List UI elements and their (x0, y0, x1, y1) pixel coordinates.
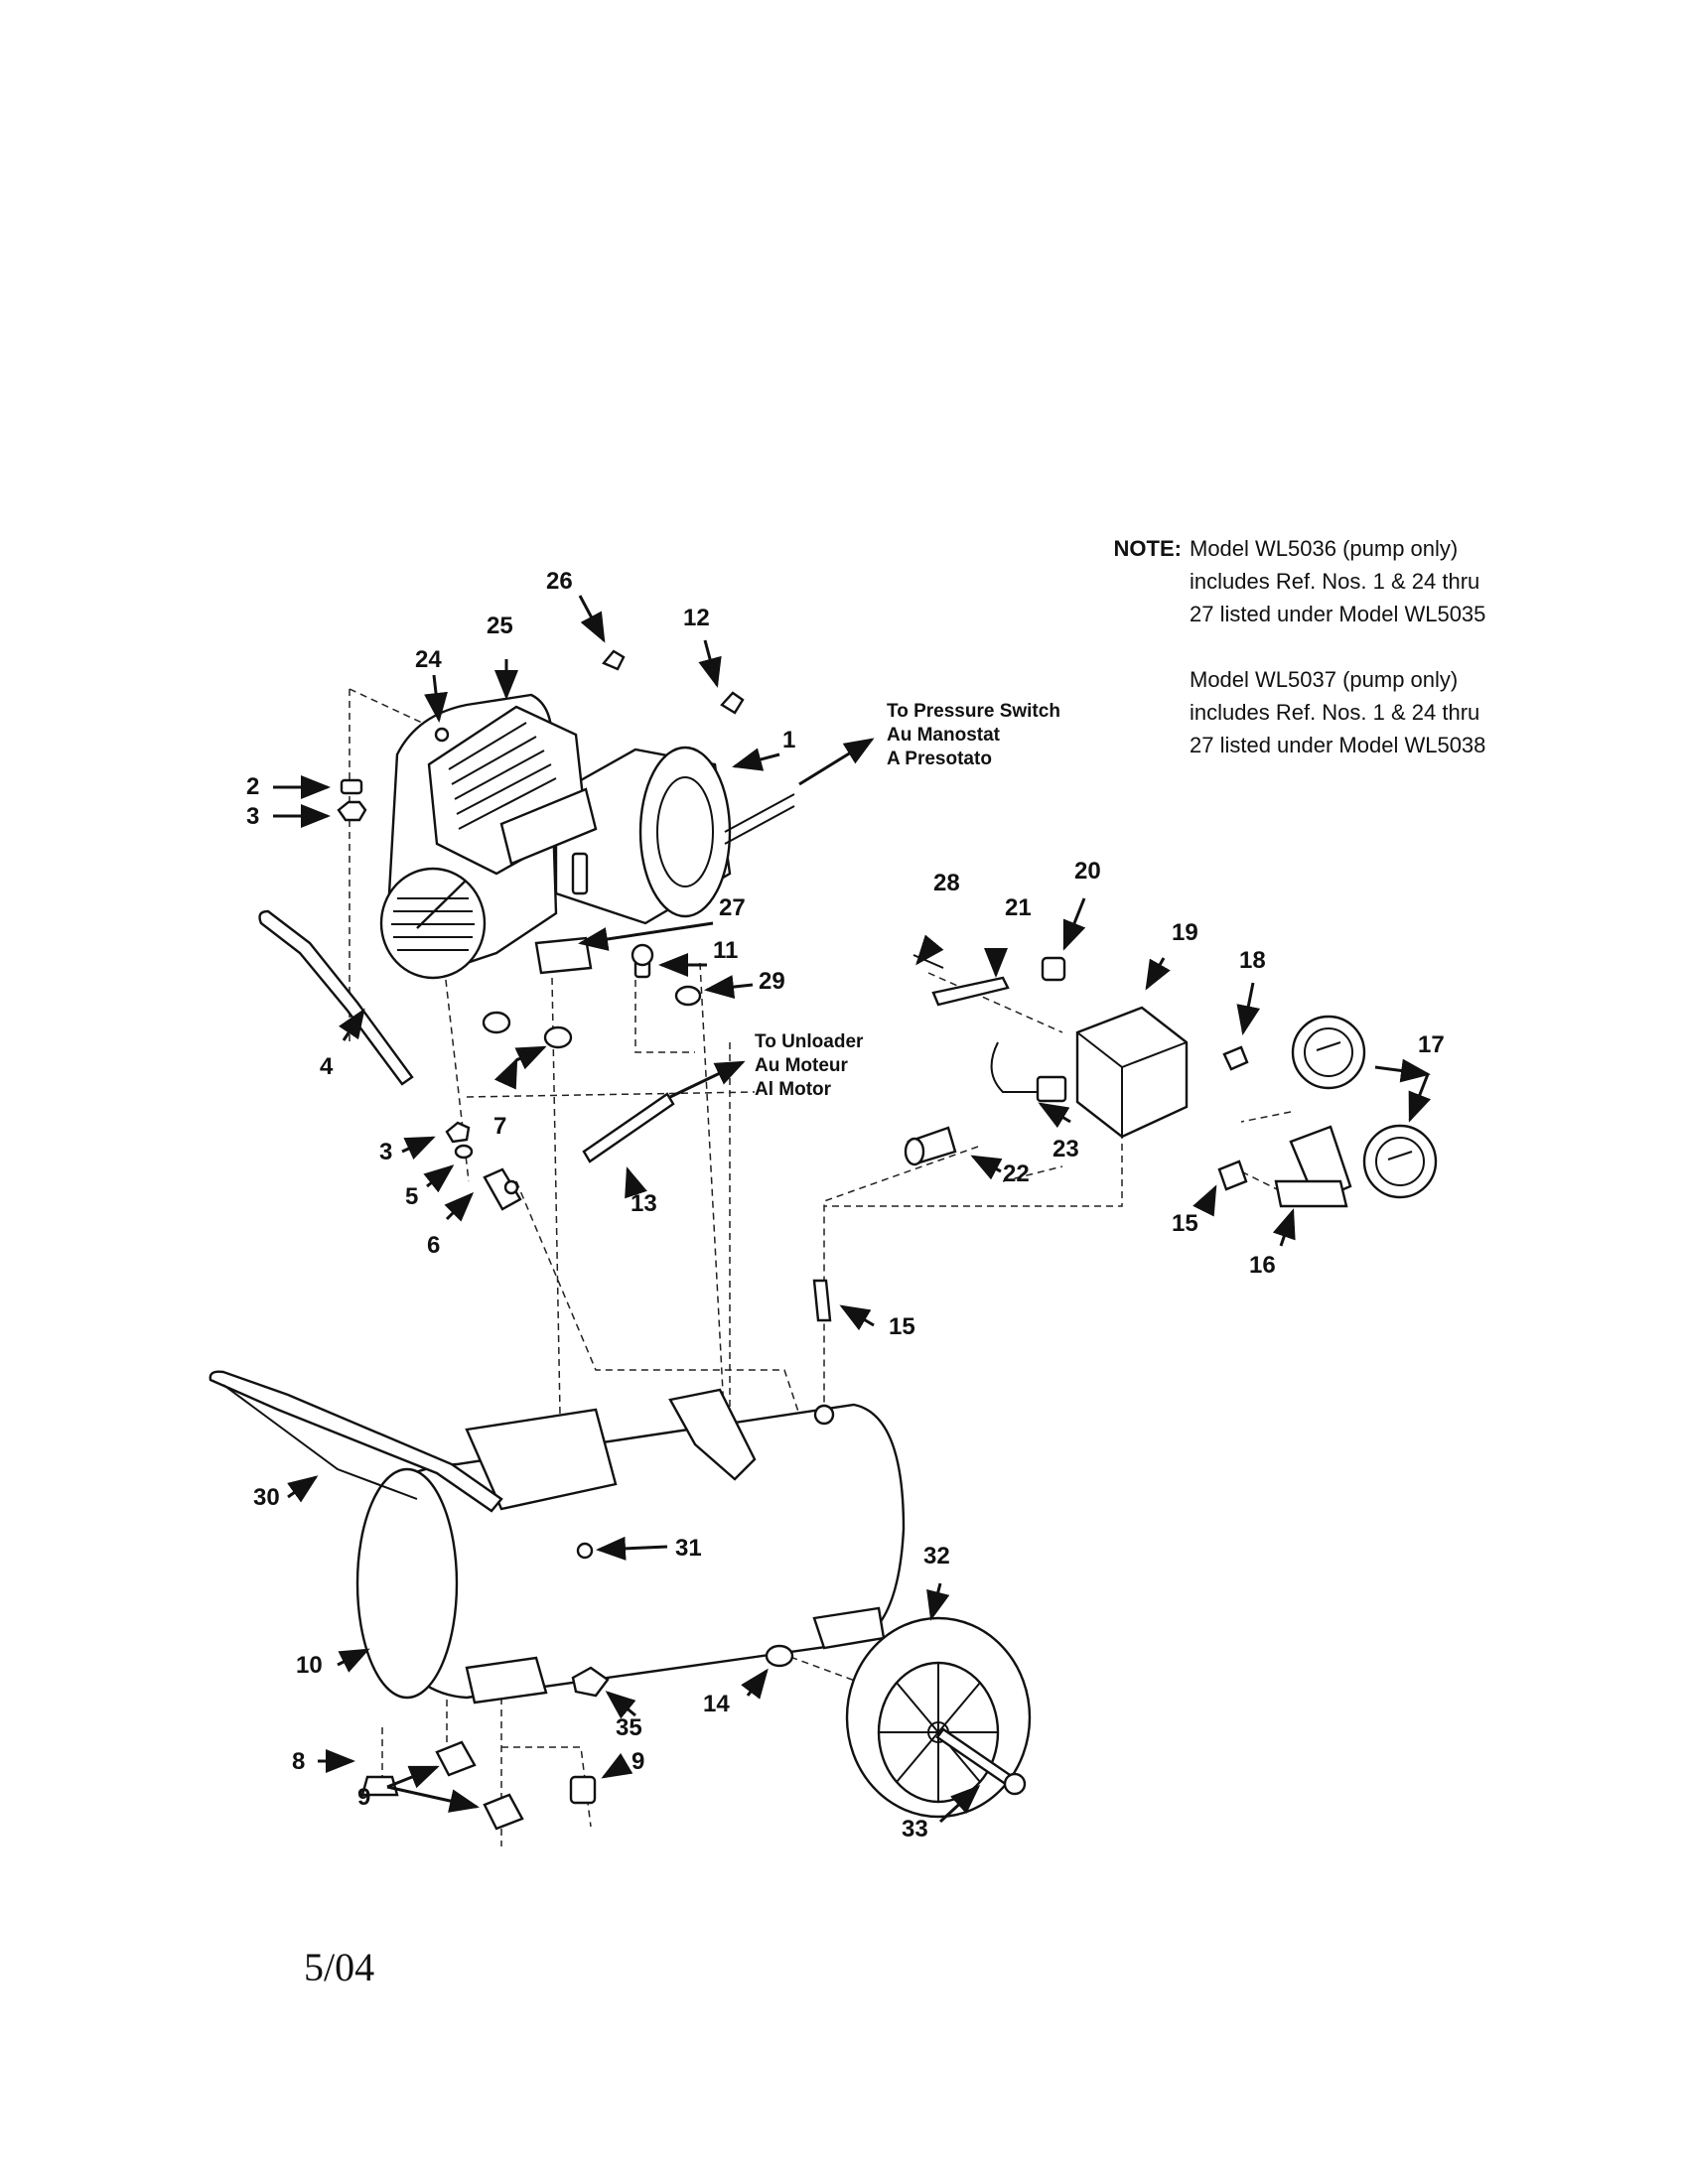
model-note: NOTE: Model WL5036 (pump only) includes … (1102, 532, 1486, 761)
callout-1: 1 (782, 727, 795, 753)
callout-3: 3 (246, 803, 259, 830)
part-17-gauge (1362, 1124, 1438, 1199)
callout-13: 13 (631, 1190, 657, 1217)
callout-numbers: 26 25 24 12 1 2 3 27 11 29 4 7 3 5 6 13 … (246, 568, 1445, 1843)
dest-unloader-en: To Unloader (755, 1031, 864, 1052)
callout-7: 7 (493, 1113, 506, 1140)
note-label: NOTE: (1113, 536, 1182, 561)
note-line: Model WL5036 (pump only) (1190, 536, 1459, 561)
part-9-foot-pad (435, 1740, 477, 1777)
callout-18: 18 (1239, 947, 1266, 974)
callout-9: 9 (357, 1784, 370, 1811)
callout-33: 33 (902, 1816, 928, 1843)
tank-bottom-parts (360, 1644, 794, 1831)
part-13-tube (582, 1092, 675, 1163)
callout-20: 20 (1074, 858, 1101, 885)
leader-arrows (273, 595, 1432, 1824)
callout-30: 30 (253, 1484, 280, 1511)
callout-17: 17 (1418, 1031, 1445, 1058)
part-9-bolt (569, 1775, 597, 1805)
dest-pressure-switch-fr: Au Manostat (887, 725, 1001, 746)
part-6-valve (483, 1167, 522, 1211)
part-18-bushing (1222, 1045, 1249, 1071)
callout-15: 15 (1172, 1210, 1198, 1237)
part-15-nipple (1217, 1160, 1248, 1191)
part-14-nut (765, 1644, 794, 1668)
part-20-valve (1041, 956, 1066, 982)
note-line: includes Ref. Nos. 1 & 24 thru (1190, 569, 1480, 594)
part-4-outlet-tube (258, 909, 414, 1086)
callout-2: 2 (246, 773, 259, 800)
callout-35: 35 (616, 1714, 642, 1741)
dest-pressure-switch-it: A Presotato (887, 749, 992, 769)
part-17-gauge (1291, 1015, 1366, 1090)
callout-26: 26 (546, 568, 573, 595)
pump-motor-assembly (379, 693, 795, 980)
callout-10: 10 (296, 1652, 323, 1679)
callout-8: 8 (292, 1748, 305, 1775)
callout-22: 22 (1003, 1160, 1030, 1187)
dest-pressure-switch-en: To Pressure Switch (887, 701, 1060, 722)
part-26-screw (602, 649, 626, 671)
tank-foot (465, 1656, 548, 1705)
pump-fittings (337, 649, 745, 1211)
callout-24: 24 (415, 646, 442, 673)
callout-23: 23 (1052, 1136, 1079, 1162)
destination-labels: To Pressure Switch Au Manostat A Presota… (755, 701, 1060, 1100)
part-3-nut (445, 1121, 471, 1144)
part-29-nut (674, 985, 702, 1007)
note-line: Model WL5037 (pump only) (1190, 667, 1459, 692)
pump-mount-plate (465, 1408, 618, 1511)
callout-25: 25 (487, 613, 513, 639)
callout-6: 6 (427, 1232, 440, 1259)
part-8-drain-valve (360, 1775, 399, 1797)
callout-12: 12 (683, 605, 710, 631)
part-31-bolt (576, 1542, 594, 1560)
callout-29: 29 (759, 968, 785, 995)
callout-28: 28 (933, 870, 960, 896)
part-15-nipple (812, 1279, 832, 1322)
callout-15: 15 (889, 1313, 915, 1340)
note-line: 27 listed under Model WL5038 (1190, 733, 1486, 757)
dest-unloader-fr: Au Moteur (755, 1055, 849, 1076)
part-35-nut (571, 1666, 610, 1698)
dest-unloader-it: Al Motor (755, 1079, 832, 1100)
note-line: 27 listed under Model WL5035 (1190, 602, 1486, 626)
callout-11: 11 (713, 937, 738, 964)
part-5-sleeve (454, 1144, 474, 1160)
callout-19: 19 (1172, 919, 1198, 946)
callout-32: 32 (923, 1543, 950, 1570)
callout-27: 27 (719, 894, 746, 921)
part-21-relief-bracket (931, 976, 1010, 1007)
part-9-foot-pad (483, 1793, 524, 1831)
callout-4: 4 (320, 1053, 334, 1080)
callout-16: 16 (1249, 1252, 1276, 1279)
part-19-pressure-switch (1075, 1006, 1189, 1139)
callout-14: 14 (703, 1691, 730, 1717)
part-7-isolator (543, 1025, 573, 1049)
air-tank (209, 1370, 906, 1705)
callout-3: 3 (379, 1139, 392, 1165)
part-30-handle (209, 1370, 503, 1513)
part-2-fitting (340, 778, 363, 795)
pressure-switch-assembly (904, 954, 1438, 1208)
revision-date: 5/04 (304, 1945, 375, 1989)
wheel-assembly (845, 1616, 1032, 1819)
part-7-isolator (482, 1011, 511, 1034)
callout-9: 9 (632, 1748, 644, 1775)
callout-5: 5 (405, 1183, 418, 1210)
callout-31: 31 (675, 1535, 702, 1562)
note-line: includes Ref. Nos. 1 & 24 thru (1190, 700, 1480, 725)
callout-21: 21 (1005, 894, 1032, 921)
mount-bracket (668, 1388, 757, 1481)
part-23-cord (990, 1041, 1052, 1093)
part-3-nut (337, 800, 367, 822)
part-12-screw (720, 691, 745, 715)
